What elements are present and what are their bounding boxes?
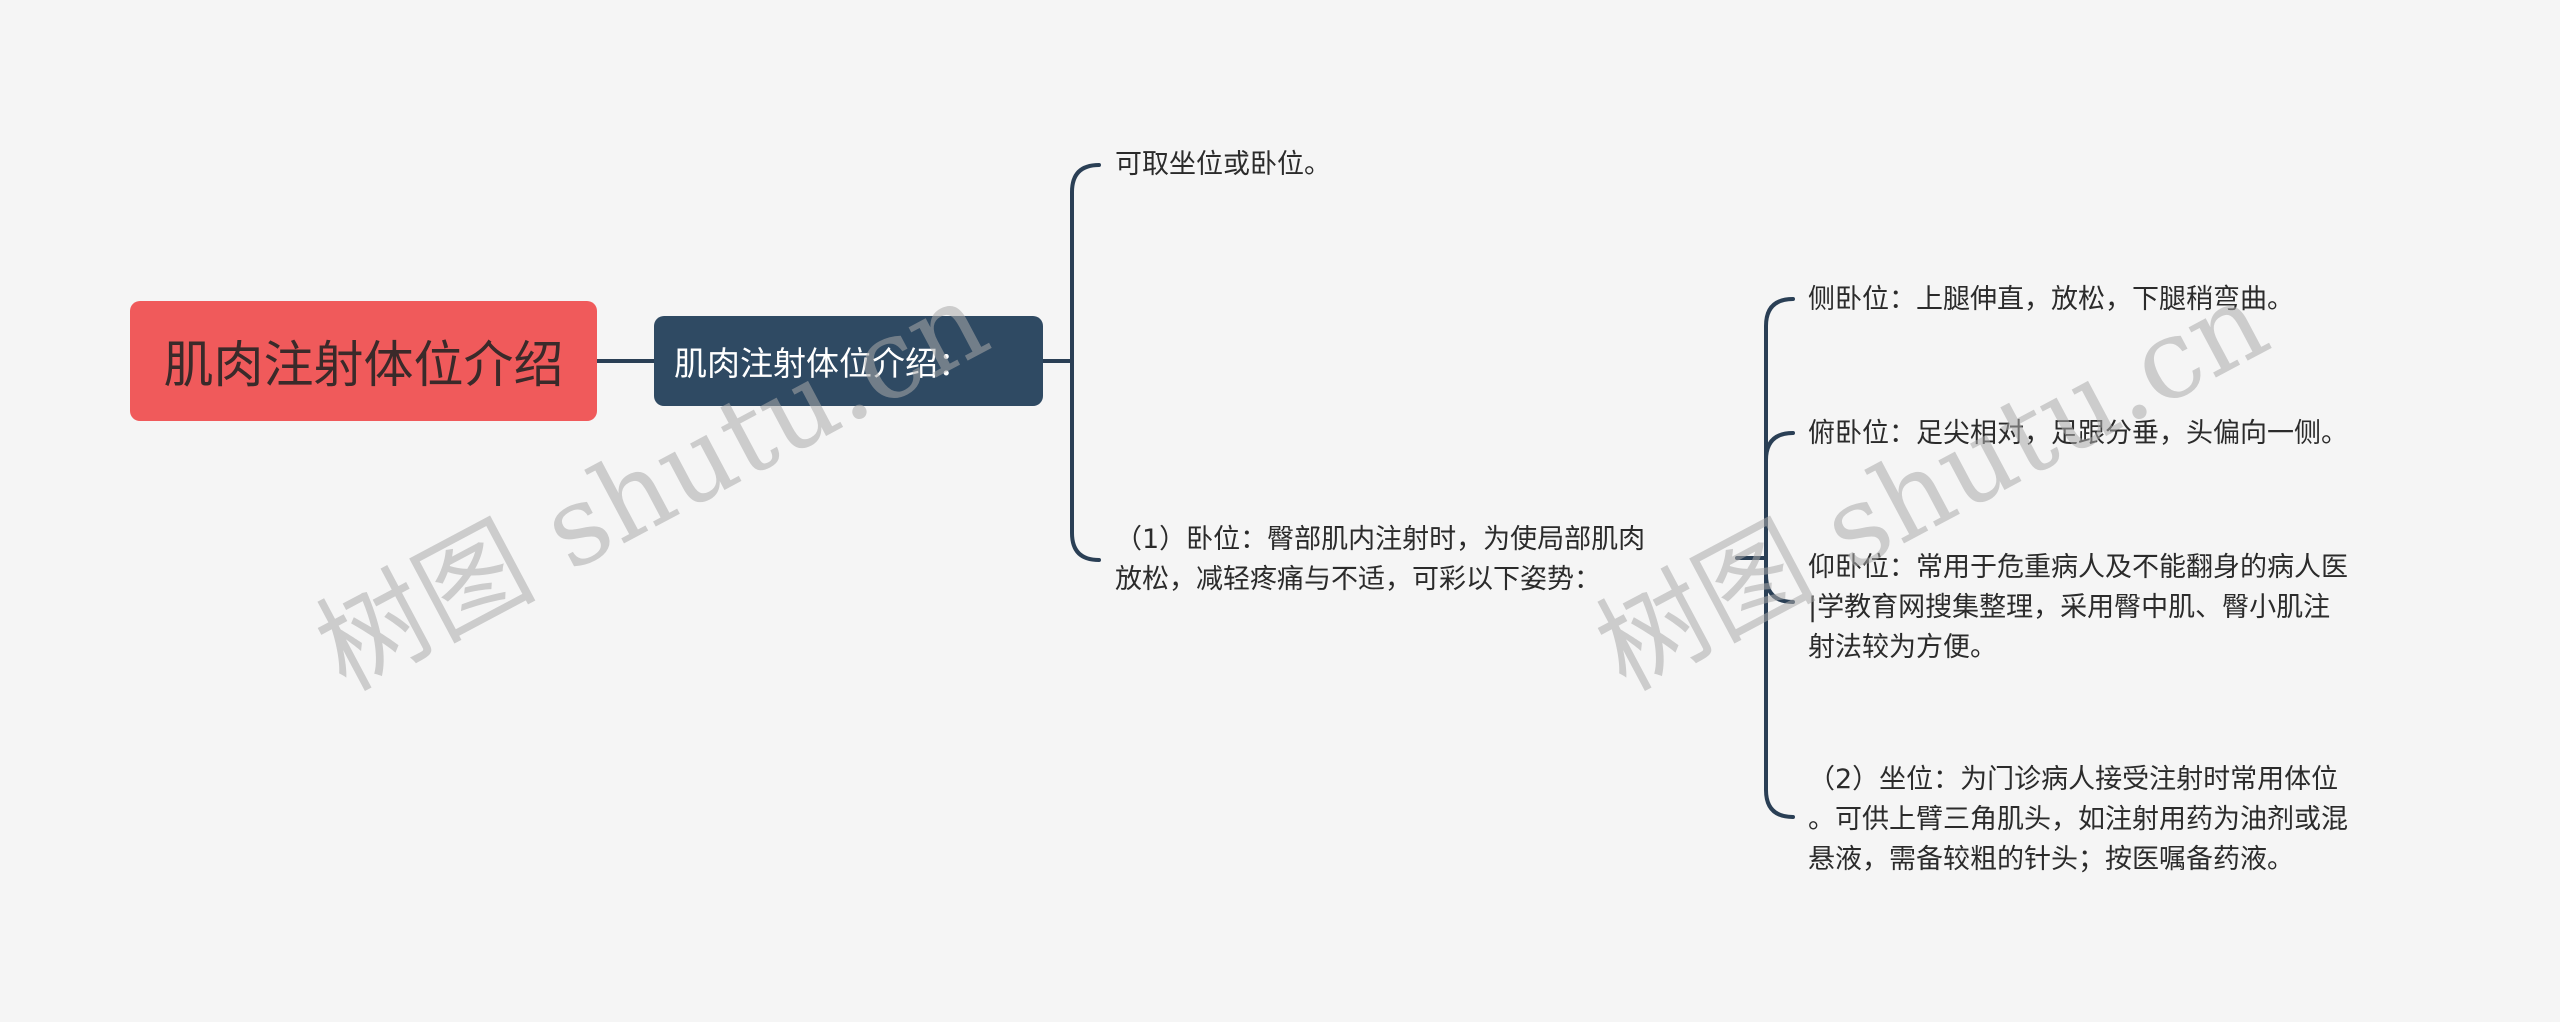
branch-label-line2: 放松，减轻疼痛与不适，可彩以下姿势： [1115,564,1601,595]
root-label: 肌肉注射体位介绍 [163,336,564,394]
branch-label: 可取坐位或卧位。 [1115,149,1331,180]
topic-node[interactable]: 肌肉注射体位介绍： [654,316,1043,406]
leaf-label: 俯卧位：足尖相对，足跟分垂，头偏向一侧。 [1808,418,2348,449]
topic-label: 肌肉注射体位介绍： [674,344,971,383]
leaf-supine[interactable]: 仰卧位：常用于危重病人及不能翻身的病人医 |学教育网搜集整理，采用臀中肌、臀小肌… [1808,548,2348,668]
branch-label-line1: （1）卧位：臀部肌内注射时，为使局部肌肉 [1115,524,1646,555]
leaf-side-lying[interactable]: 侧卧位：上腿伸直，放松，下腿稍弯曲。 [1808,280,2294,320]
leaf-line3: 射法较为方便。 [1808,632,1997,663]
root-node[interactable]: 肌肉注射体位介绍 [130,301,597,421]
leaf-line1: 仰卧位：常用于危重病人及不能翻身的病人医 [1808,552,2348,583]
leaf-label: 侧卧位：上腿伸直，放松，下腿稍弯曲。 [1808,284,2294,315]
leaf-prone[interactable]: 俯卧位：足尖相对，足跟分垂，头偏向一侧。 [1808,414,2348,454]
leaf-line3: 悬液，需备较粗的针头；按医嘱备药液。 [1808,844,2294,875]
leaf-line2: 。可供上臂三角肌头，如注射用药为油剂或混 [1808,804,2348,835]
leaf-sitting[interactable]: （2）坐位：为门诊病人接受注射时常用体位 。可供上臂三角肌头，如注射用药为油剂或… [1808,760,2348,880]
leaf-line1: （2）坐位：为门诊病人接受注射时常用体位 [1808,764,2339,795]
leaf-line2: |学教育网搜集整理，采用臀中肌、臀小肌注 [1808,592,2331,623]
branch-sit-or-lie[interactable]: 可取坐位或卧位。 [1115,145,1331,185]
branch-lying-position[interactable]: （1）卧位：臀部肌内注射时，为使局部肌肉 放松，减轻疼痛与不适，可彩以下姿势： [1115,520,1645,600]
